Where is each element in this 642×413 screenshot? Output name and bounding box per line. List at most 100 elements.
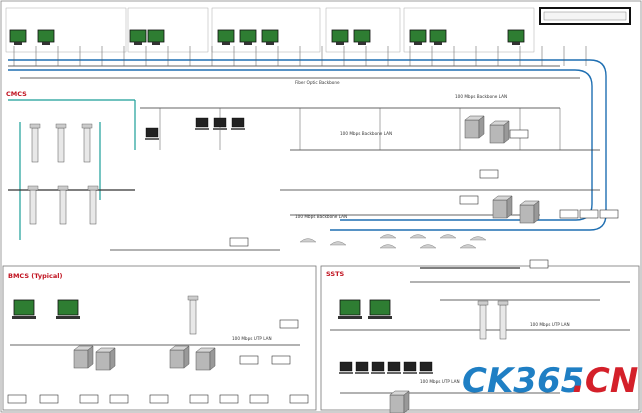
section-workstation xyxy=(56,299,80,319)
workstation-screen xyxy=(239,29,257,43)
workstation-base xyxy=(434,42,442,45)
tower-body xyxy=(479,304,487,340)
server-cabinet xyxy=(169,345,190,369)
device-box xyxy=(39,394,59,404)
device-box xyxy=(249,394,269,404)
video-wall-screen xyxy=(543,11,627,21)
workstation-base xyxy=(266,42,274,45)
watermark: CK365 .CN xyxy=(462,361,638,401)
cabinet-side xyxy=(506,195,513,219)
tower-body xyxy=(29,189,37,225)
tower-cap xyxy=(187,295,199,301)
cabinet-side xyxy=(183,345,190,369)
small-workstation xyxy=(387,361,401,374)
server-cabinet xyxy=(389,390,410,413)
section-workstation xyxy=(12,299,36,319)
section-desk xyxy=(56,316,80,319)
teal-lines xyxy=(8,99,136,240)
device-box xyxy=(509,129,529,139)
cabinet-side xyxy=(478,115,485,139)
device-box xyxy=(289,394,309,404)
workstation-base xyxy=(42,42,50,45)
small-screen xyxy=(371,361,385,372)
fiber-backbone-ring xyxy=(8,59,607,231)
ring-inner xyxy=(8,69,593,221)
lan-main-label: 100 Mbps Backbone LAN xyxy=(455,94,507,99)
ssts-section-box xyxy=(320,265,640,411)
antenna-dome xyxy=(299,238,317,243)
workstation-4 xyxy=(147,29,165,45)
workstation-3 xyxy=(129,29,147,45)
small-screen xyxy=(195,117,209,128)
small-keyboard xyxy=(403,372,417,374)
workstation-group-frame-5 xyxy=(403,7,535,53)
device-box xyxy=(529,259,549,269)
cabinet-front xyxy=(389,394,405,413)
server-cabinet xyxy=(195,347,216,371)
lan-ssts-label: 100 Mbps UTP LAN xyxy=(420,379,460,384)
server-cabinets xyxy=(73,115,540,413)
workstation-9 xyxy=(353,29,371,45)
antenna-dome xyxy=(459,244,477,249)
workstation-group-frame-4 xyxy=(325,7,401,53)
section-screen xyxy=(13,299,35,316)
tower-cap xyxy=(497,300,509,306)
device-boxes xyxy=(7,129,619,404)
workstation-5 xyxy=(217,29,235,45)
tower-body xyxy=(189,299,197,335)
section-desk xyxy=(368,316,392,319)
small-workstation xyxy=(371,361,385,374)
section-desk xyxy=(12,316,36,319)
antenna-dome xyxy=(469,236,487,241)
workstation-base xyxy=(14,42,22,45)
small-workstation xyxy=(213,117,227,130)
tower-body xyxy=(499,304,507,340)
workstation-screen xyxy=(409,29,427,43)
workstation-screen xyxy=(353,29,371,43)
small-screen xyxy=(213,117,227,128)
tower-cap xyxy=(27,185,39,191)
small-screen xyxy=(419,361,433,372)
tower-cap xyxy=(477,300,489,306)
antenna-dome xyxy=(409,234,427,239)
small-screen xyxy=(355,361,369,372)
small-workstation xyxy=(355,361,369,374)
workstation-screen xyxy=(9,29,27,43)
tower-body xyxy=(59,189,67,225)
workstation-base xyxy=(414,42,422,45)
watermark-cn: .CN xyxy=(572,361,638,401)
small-workstation xyxy=(231,117,245,130)
cabinet-front xyxy=(169,349,185,369)
small-keyboard xyxy=(387,372,401,374)
workstation-group-frame-1 xyxy=(5,7,127,53)
section-screen xyxy=(57,299,79,316)
lan-tertiary-label: 100 Mbps Backbone LAN xyxy=(295,214,347,219)
workstation-8 xyxy=(331,29,349,45)
device-box xyxy=(579,209,599,219)
workstation-base xyxy=(512,42,520,45)
device-box xyxy=(479,169,499,179)
device-box xyxy=(219,394,239,404)
radio-tower xyxy=(57,185,69,225)
workstation-screen xyxy=(37,29,55,43)
server-cabinet xyxy=(73,345,94,369)
small-screen xyxy=(339,361,353,372)
cabinet-front xyxy=(73,349,89,369)
section-desk xyxy=(338,316,362,319)
lan-secondary-label: 100 Mbps Backbone LAN xyxy=(340,131,392,136)
small-keyboard xyxy=(339,372,353,374)
radio-tower xyxy=(477,300,489,340)
cabinet-side xyxy=(209,347,216,371)
cabinet-front xyxy=(464,119,480,139)
small-workstation xyxy=(195,117,209,130)
workstation-screen xyxy=(217,29,235,43)
server-cabinet xyxy=(464,115,485,139)
workstation-screen xyxy=(331,29,349,43)
small-screen xyxy=(231,117,245,128)
top-backbone-label: Fiber Optic Backbone xyxy=(295,80,340,85)
workstation-1 xyxy=(9,29,27,45)
radio-tower xyxy=(87,185,99,225)
radio-tower xyxy=(497,300,509,340)
